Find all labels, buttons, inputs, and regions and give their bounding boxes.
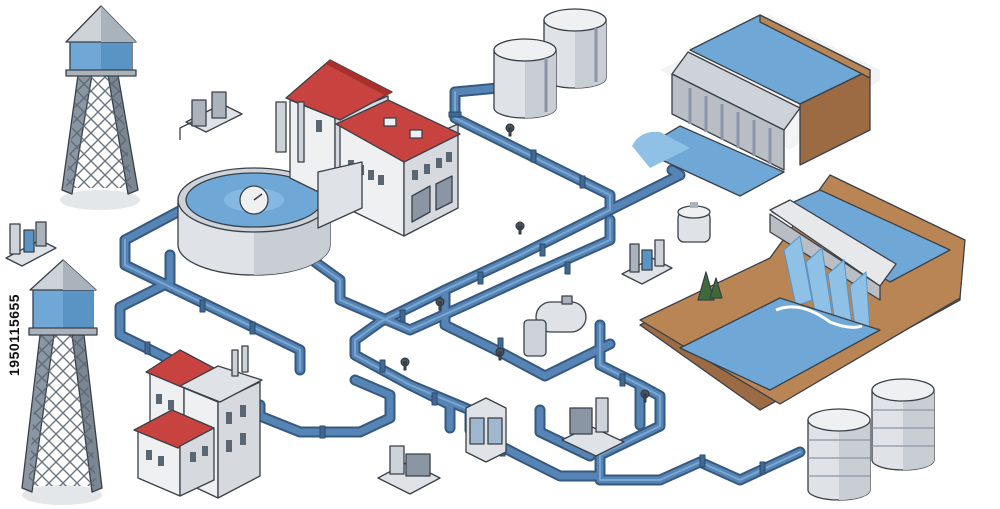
tank bbox=[493, 38, 557, 119]
dam-top bbox=[632, 14, 880, 197]
pump-unit-left bbox=[5, 221, 57, 267]
treatment-plant-building bbox=[275, 59, 461, 237]
gauge-dial-icon bbox=[239, 185, 269, 215]
pump-unit-right bbox=[561, 397, 625, 457]
tank bbox=[807, 408, 871, 501]
clarifier-tank bbox=[177, 167, 331, 276]
pump-unit-bottom bbox=[377, 445, 441, 495]
pump-unit-top-left bbox=[179, 91, 243, 140]
pipe-valves bbox=[400, 123, 650, 403]
tank bbox=[871, 378, 935, 471]
valve-wheel-icon bbox=[505, 123, 515, 137]
valve-wheel-icon bbox=[400, 357, 410, 371]
water-tower-top bbox=[60, 5, 140, 210]
small-tank bbox=[677, 202, 711, 243]
storage-tanks-top bbox=[493, 8, 607, 119]
stock-id-text: 1950115655 bbox=[6, 293, 22, 377]
valve-wheel-icon bbox=[435, 297, 445, 311]
storage-tanks-bottom bbox=[807, 378, 935, 501]
pumping-station-building bbox=[133, 345, 263, 499]
valve-wheel-icon bbox=[640, 389, 650, 403]
pump-unit-center bbox=[621, 239, 673, 285]
pipe-flanges bbox=[144, 111, 766, 475]
dam-hydro bbox=[639, 174, 966, 411]
horizontal-tank bbox=[523, 295, 587, 357]
valve-wheel-icon bbox=[515, 221, 525, 235]
tree-icon bbox=[697, 271, 723, 301]
control-cabinet bbox=[465, 397, 507, 463]
valve-wheel-icon bbox=[495, 347, 505, 361]
water-tower-bottom bbox=[21, 259, 103, 505]
